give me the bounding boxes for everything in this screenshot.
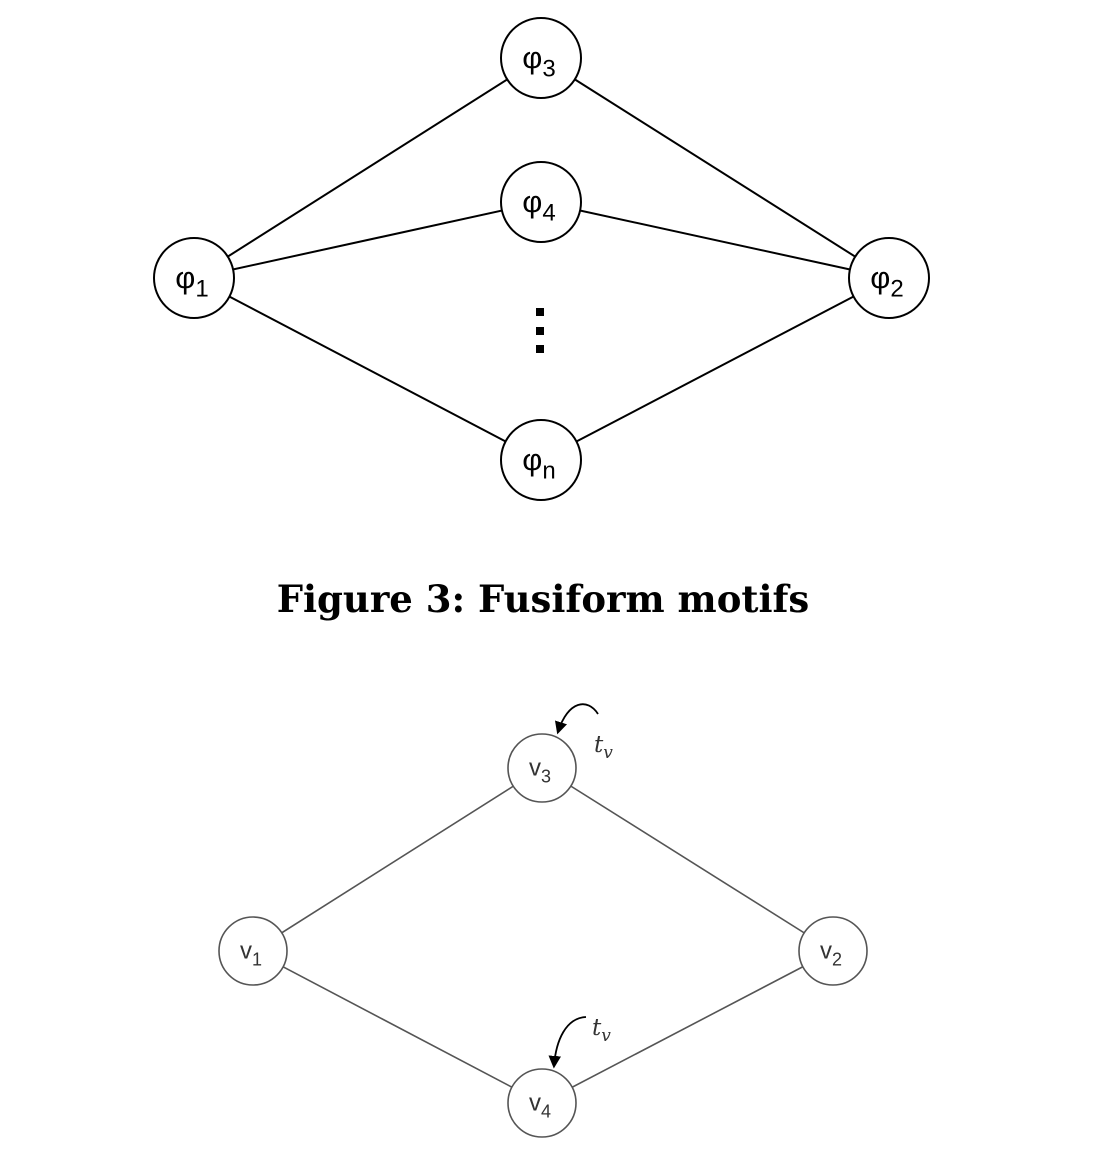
- top-node-p3: φ3: [500, 17, 582, 99]
- node-label: v2: [820, 938, 842, 970]
- top-edge-p1-p3: [193, 57, 542, 279]
- time-annotation-v3: tv: [554, 703, 613, 763]
- curved-arrow-icon: [554, 703, 599, 735]
- node-label: φ1: [175, 260, 208, 303]
- top-edge-p3-p2: [540, 57, 890, 279]
- top-node-p4: φ4: [500, 161, 582, 243]
- node-label-base: φ: [175, 260, 195, 295]
- node-label-base: φ: [870, 260, 890, 295]
- curved-arrow-icon: [548, 1016, 587, 1069]
- node-circle: [798, 916, 868, 986]
- node-label: φ3: [522, 40, 555, 83]
- node-label: φ4: [522, 184, 555, 227]
- bottom-node-v3: v3: [507, 733, 577, 803]
- time-label: tv: [592, 1015, 611, 1046]
- edges: [252, 767, 834, 1104]
- time-label-subscript: v: [603, 743, 613, 763]
- node-circle: [507, 1068, 577, 1138]
- node-label-subscript: 4: [542, 200, 555, 227]
- node-label-base: v: [529, 755, 541, 782]
- node-label: v3: [529, 755, 551, 787]
- top-edge-p4-p2: [540, 201, 890, 279]
- node-label-base: φ: [522, 40, 542, 75]
- node-label-base: v: [820, 938, 832, 965]
- figure-caption: Figure 3: Fusiform motifs: [277, 577, 810, 621]
- bottom-node-v4: v4: [507, 1068, 577, 1138]
- edges: [193, 57, 890, 461]
- bottom-edge-v4-v2: [541, 950, 834, 1104]
- node-label: φn: [522, 442, 555, 485]
- top-node-pn: φn: [500, 419, 582, 501]
- node-label-subscript: 3: [542, 56, 555, 83]
- node-label: φ2: [870, 260, 903, 303]
- node-label-base: v: [240, 938, 252, 965]
- node-label-base: φ: [522, 184, 542, 219]
- top-node-p1: φ1: [153, 237, 235, 319]
- node-label-subscript: 2: [890, 276, 903, 303]
- node-circle: [218, 916, 288, 986]
- top-edge-p1-pn: [193, 277, 542, 461]
- node-label-subscript: n: [542, 458, 555, 485]
- top-node-p2: φ2: [848, 237, 930, 319]
- node-label-subscript: 1: [195, 276, 208, 303]
- node-circle: [500, 17, 582, 99]
- node-label: v1: [240, 938, 262, 970]
- time-annotation-v4: tv: [548, 1015, 611, 1069]
- node-circle: [500, 161, 582, 243]
- node-circle: [507, 733, 577, 803]
- node-label-base: v: [529, 1090, 541, 1117]
- node-label: v4: [529, 1090, 551, 1122]
- top-edge-pn-p2: [540, 277, 890, 461]
- top-edge-p1-p4: [193, 201, 542, 279]
- vertical-ellipsis-icon: [536, 308, 544, 353]
- bottom-edge-v1-v3: [252, 767, 543, 952]
- node-label-subscript: 3: [541, 766, 551, 786]
- bottom-edge-v3-v2: [541, 767, 834, 952]
- node-circle: [848, 237, 930, 319]
- bottom-node-v2: v2: [798, 916, 868, 986]
- bottom-edge-v1-v4: [252, 950, 543, 1104]
- node-label-subscript: 4: [541, 1101, 551, 1121]
- node-circle: [153, 237, 235, 319]
- time-label-subscript: v: [601, 1026, 611, 1046]
- time-label-base: t: [594, 732, 604, 758]
- node-label-base: φ: [522, 442, 542, 477]
- node-label-subscript: 1: [252, 949, 262, 969]
- time-label: tv: [594, 732, 613, 763]
- time-label-base: t: [592, 1015, 602, 1041]
- node-circle: [500, 419, 582, 501]
- bottom-node-v1: v1: [218, 916, 288, 986]
- node-label-subscript: 2: [832, 949, 842, 969]
